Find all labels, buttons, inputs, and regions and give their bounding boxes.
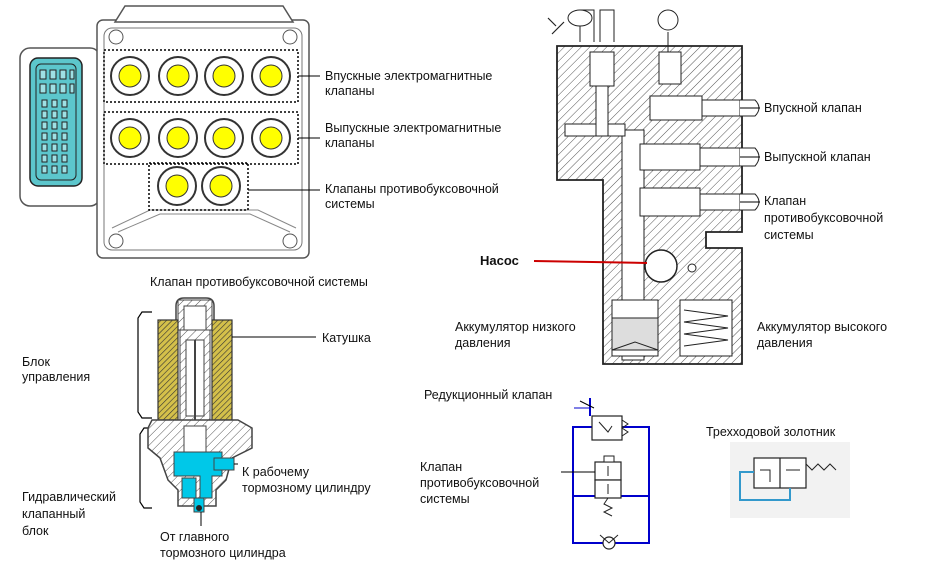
tcs-valve-part xyxy=(639,187,760,217)
outlet-valves-label-2: клапаны xyxy=(325,136,375,150)
low-pressure-accumulator xyxy=(611,299,659,357)
section-tcs-valve-label-3: системы xyxy=(764,228,814,242)
inlet-valve-circles xyxy=(110,56,291,96)
outlet-valves-label-1: Выпускные электромагнитные xyxy=(325,121,502,135)
outlet-valve-circles xyxy=(110,118,291,158)
hydraulic-block-label-1: Гидравлический xyxy=(22,490,117,504)
low-accumulator-label-1: Аккумулятор низкого xyxy=(455,320,576,334)
coil-label: Катушка xyxy=(322,331,371,345)
hydraulic-block-label-2: клапанный xyxy=(22,507,86,521)
hydraulic-block-label-3: блок xyxy=(22,524,49,538)
high-accumulator-label-2: давления xyxy=(757,336,813,350)
tcs-valve-title: Клапан противобуксовочной системы xyxy=(150,275,368,289)
control-block-label-1: Блок xyxy=(22,355,50,369)
hydraulic-schematic xyxy=(561,398,650,550)
to-wheel-cylinder-label-1: К рабочему xyxy=(242,465,309,479)
connector xyxy=(29,57,83,187)
low-accumulator-label-2: давления xyxy=(455,336,511,350)
inlet-valve-label: Впускной клапан xyxy=(764,101,862,115)
schematic-tcs-valve-label-3: системы xyxy=(420,492,470,506)
reducing-valve-label: Редукционный клапан xyxy=(424,388,553,402)
schematic-tcs-valve-label-1: Клапан xyxy=(420,460,463,474)
reducing-valve-symbol xyxy=(574,398,629,441)
tcs-valve-circles xyxy=(157,166,241,206)
high-accumulator-label-1: Аккумулятор высокого xyxy=(757,320,888,334)
to-wheel-cylinder-label-2: тормозному цилиндру xyxy=(242,481,371,495)
pump xyxy=(644,249,697,283)
valve-block xyxy=(19,5,320,259)
tcs-valve-symbol xyxy=(561,455,622,517)
section-tcs-valve-label-2: противобуксовочной xyxy=(764,211,884,225)
outlet-valve-label: Выпускной клапан xyxy=(764,150,871,164)
tcs-valves-label-1: Клапаны противобуксовочной xyxy=(325,182,499,196)
check-valve-symbol xyxy=(599,534,619,550)
section-tcs-valve-label-1: Клапан xyxy=(764,194,807,208)
inlet-valves-label-2: клапаны xyxy=(325,84,375,98)
pump-label: Насос xyxy=(480,253,519,268)
inlet-valves-label-1: Впускные электромагнитные xyxy=(325,69,493,83)
inlet-valve-part xyxy=(649,95,760,121)
three-way-spool-symbol xyxy=(730,442,850,518)
tcs-valve-cutaway xyxy=(137,297,316,526)
from-master-cylinder-label-2: тормозного цилиндра xyxy=(160,546,286,560)
hydraulic-section xyxy=(533,9,760,365)
schematic-tcs-valve-label-2: противобуксовочной xyxy=(420,476,540,490)
spool-label: Трехходовой золотник xyxy=(706,425,836,439)
tcs-valves-label-2: системы xyxy=(325,197,375,211)
from-master-cylinder-label-1: От главного xyxy=(160,530,230,544)
control-block-label-2: управления xyxy=(22,370,91,384)
high-pressure-accumulator xyxy=(679,299,733,357)
